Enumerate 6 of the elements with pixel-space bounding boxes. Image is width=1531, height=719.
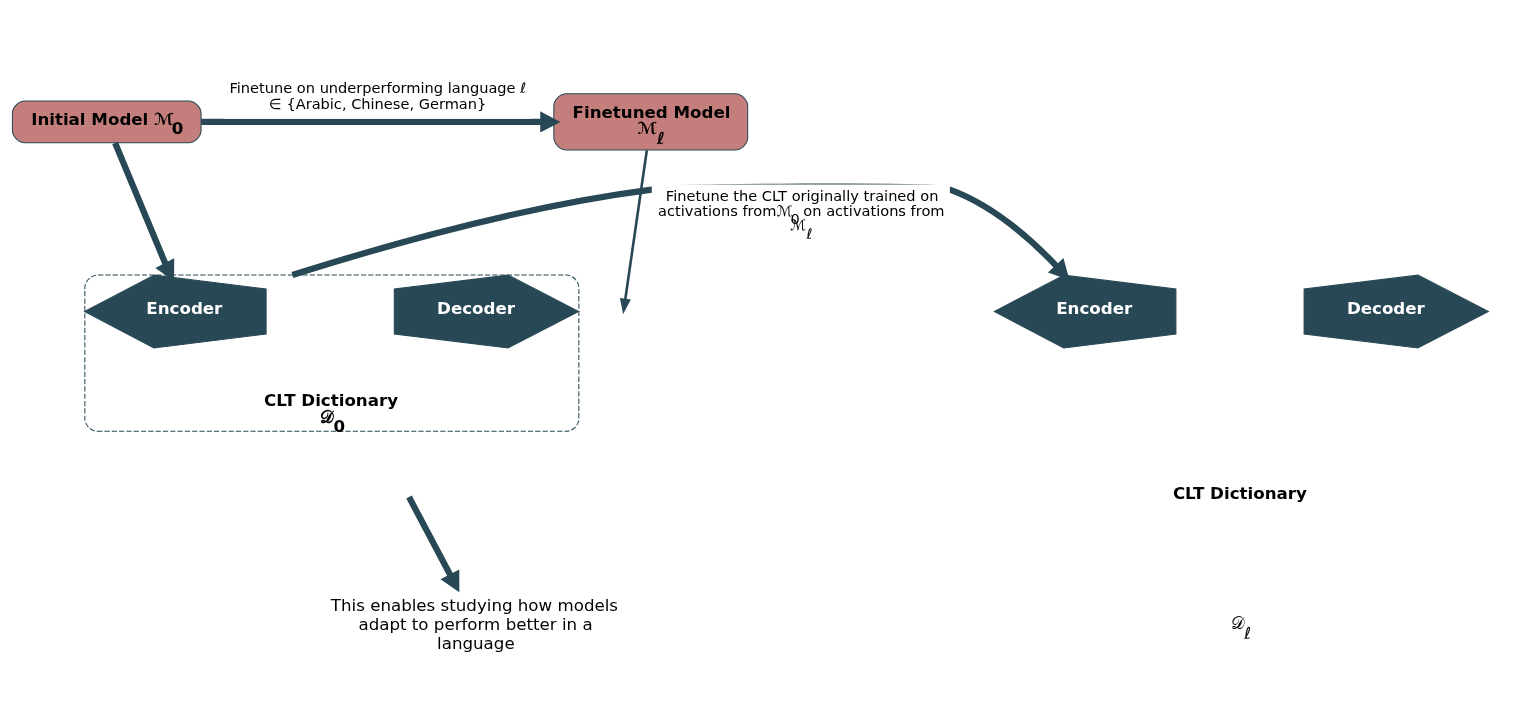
- node-text: This enables studying how models adapt to perform better in a language: [330, 596, 619, 653]
- edge-label: Finetune on underperforming language ℓ ∈ {Arabic, Chinese, German}: [229, 78, 527, 112]
- arrow: [201, 111, 561, 133]
- label: CLT Dictionary: [1172, 483, 1307, 503]
- arrow: [619, 150, 649, 315]
- arrow: [406, 495, 460, 593]
